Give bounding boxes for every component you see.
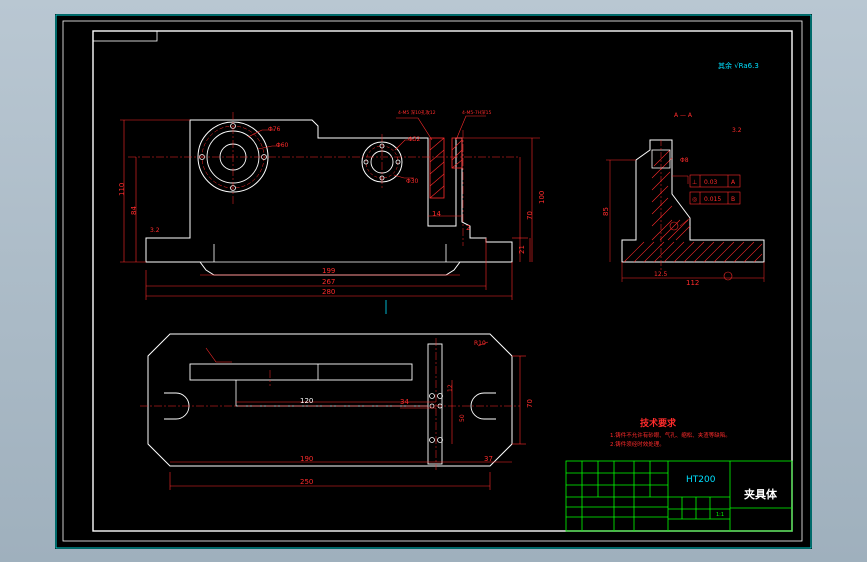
dim-120: 120 bbox=[300, 397, 313, 405]
dim-14: 14 bbox=[432, 210, 441, 218]
technical-requirements: 技术要求 1.铸件不允许有砂眼、气孔、缩松、夹渣等缺陷。 2.铸件须经时效处理。 bbox=[610, 417, 731, 448]
front-dimension-lines bbox=[120, 115, 540, 300]
part-name: 夹具体 bbox=[744, 487, 778, 501]
dim-100: 100 bbox=[538, 191, 546, 204]
tol2-symbol: ◎ bbox=[692, 196, 697, 203]
dim-50: 50 bbox=[459, 414, 466, 422]
dim-2: 2 bbox=[466, 224, 470, 232]
section-finish: 3.2 bbox=[732, 127, 742, 134]
right-u-slot bbox=[470, 392, 496, 420]
roughness-note: 其余 √Ra6.3 bbox=[718, 61, 759, 70]
dim-r10: R10 bbox=[474, 340, 486, 347]
front-view: 110 84 199 267 280 70 100 14 21 2 Φ76 Φ6… bbox=[118, 109, 546, 314]
material-label: HT200 bbox=[686, 475, 716, 485]
dim-267: 267 bbox=[322, 278, 335, 286]
dim-phi30: Φ30 bbox=[406, 178, 419, 185]
dim-250: 250 bbox=[300, 478, 313, 486]
tech-req-title: 技术要求 bbox=[640, 417, 677, 429]
dim-70: 70 bbox=[526, 211, 534, 220]
tolerance-frames bbox=[669, 174, 741, 281]
dim-280: 280 bbox=[322, 288, 335, 296]
dim-199: 199 bbox=[322, 267, 335, 275]
dim-phi8: Φ8 bbox=[680, 157, 689, 164]
tol1-symbol: ⊥ bbox=[692, 179, 697, 186]
dim-37: 37 bbox=[484, 455, 493, 463]
dim-190: 190 bbox=[300, 455, 313, 463]
tech-req-line-1: 1.铸件不允许有砂眼、气孔、缩松、夹渣等缺陷。 bbox=[610, 431, 731, 439]
callout-m5-thread: 4-M5-7H深15 bbox=[462, 109, 491, 116]
top-rib bbox=[427, 343, 443, 465]
outer-frame bbox=[62, 20, 803, 542]
inner-frame bbox=[92, 30, 793, 532]
top-center-lines bbox=[140, 338, 520, 470]
dim-12-5: 12.5 bbox=[654, 271, 668, 278]
dim-phi60: Φ60 bbox=[276, 142, 289, 149]
dim-70-top: 70 bbox=[526, 399, 534, 408]
dim-phi32: Φ32 bbox=[408, 136, 421, 143]
viewport-border bbox=[55, 14, 812, 549]
top-view-outline bbox=[147, 333, 513, 467]
tol1-value: 0.03 bbox=[704, 179, 718, 186]
dim-phi76: Φ76 bbox=[268, 126, 281, 133]
scale-value: 1:1 bbox=[716, 512, 724, 518]
dim-12: 12 bbox=[447, 384, 454, 392]
title-block: HT200 夹具体 1:1 bbox=[565, 460, 793, 532]
dim-110: 110 bbox=[118, 183, 126, 196]
title-block-grid bbox=[565, 460, 793, 532]
drawing-viewport bbox=[55, 14, 812, 549]
top-slot bbox=[189, 363, 413, 381]
dim-21: 21 bbox=[518, 245, 526, 254]
tol2-datum: B bbox=[731, 196, 735, 203]
section-view-a-a: A — A ⊥ 0.03 A ◎ bbox=[602, 112, 765, 287]
tol2-value: 0.015 bbox=[704, 196, 721, 203]
front-center-lines bbox=[128, 112, 520, 246]
dim-112: 112 bbox=[686, 279, 699, 287]
section-label: A — A bbox=[674, 112, 693, 119]
corner-code-box bbox=[92, 30, 158, 42]
tech-req-line-2: 2.铸件须经时效处理。 bbox=[610, 440, 665, 448]
dim-34: 34 bbox=[400, 398, 409, 406]
dim-84: 84 bbox=[130, 206, 138, 215]
dim-85: 85 bbox=[602, 207, 610, 216]
front-finish: 3.2 bbox=[150, 227, 160, 234]
callout-m5-holes: 4-M5 深10孔攻12 bbox=[398, 109, 436, 116]
top-dimension-lines bbox=[169, 341, 526, 490]
tol1-datum: A bbox=[731, 179, 736, 186]
section-dimension-lines bbox=[606, 140, 765, 282]
top-view: R10 120 34 190 250 37 70 50 12 bbox=[140, 333, 534, 490]
